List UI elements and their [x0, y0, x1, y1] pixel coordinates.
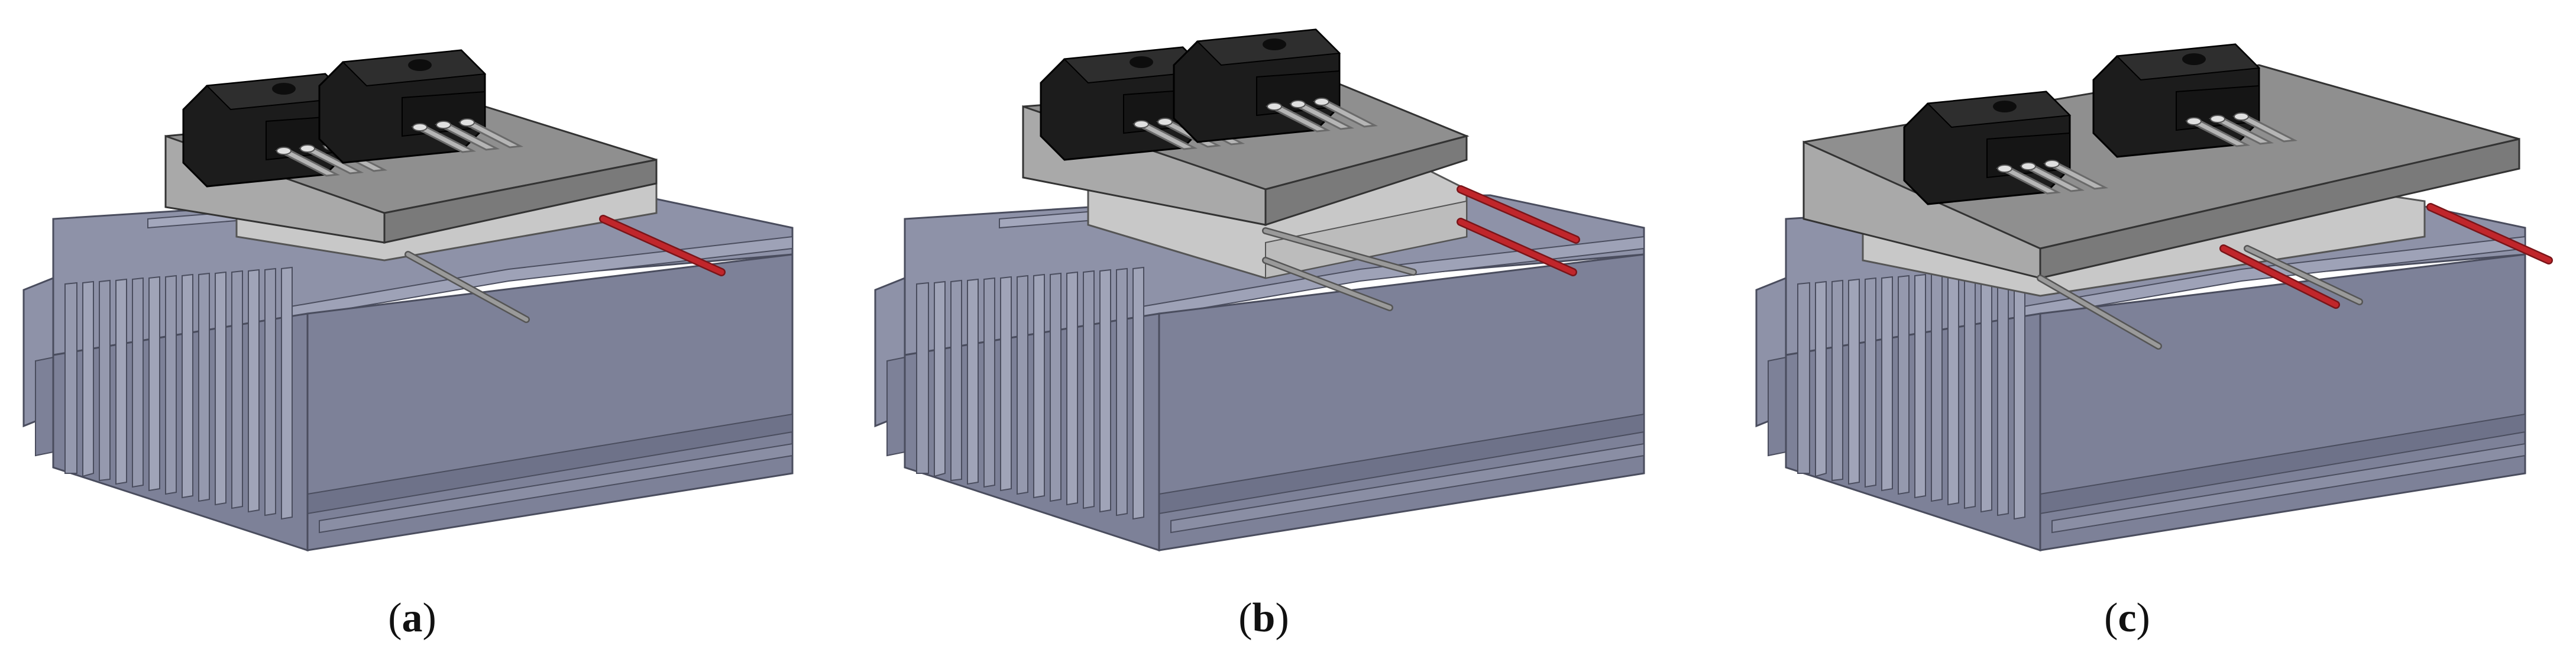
caption-b-letter: b [1252, 595, 1276, 641]
caption-c: (c) [2104, 595, 2150, 641]
probe-gray-c-1 [2037, 275, 2162, 350]
probe-red-c-1 [2219, 244, 2340, 309]
probe-red-b-1 [1457, 185, 1580, 244]
probe-gray-c-2 [2244, 245, 2363, 305]
caption-a: (a) [388, 595, 436, 641]
plate-c [1802, 64, 2520, 279]
probe-gray-a-1 [404, 251, 530, 323]
caption-c-letter: c [2118, 595, 2137, 641]
caption-a-letter: a [402, 595, 423, 641]
probe-red-b-2 [1457, 218, 1577, 276]
transistor-a-2 [318, 49, 522, 164]
probe-red-c-2 [2426, 203, 2553, 264]
caption-b: (b) [1238, 595, 1289, 641]
probe-red-a-1 [599, 215, 726, 276]
probe-gray-b-2 [1262, 257, 1393, 311]
panel-b [874, 28, 1645, 551]
probe-gray-b-1 [1262, 227, 1417, 276]
panel-c [1755, 43, 2553, 551]
panel-a [22, 49, 794, 551]
